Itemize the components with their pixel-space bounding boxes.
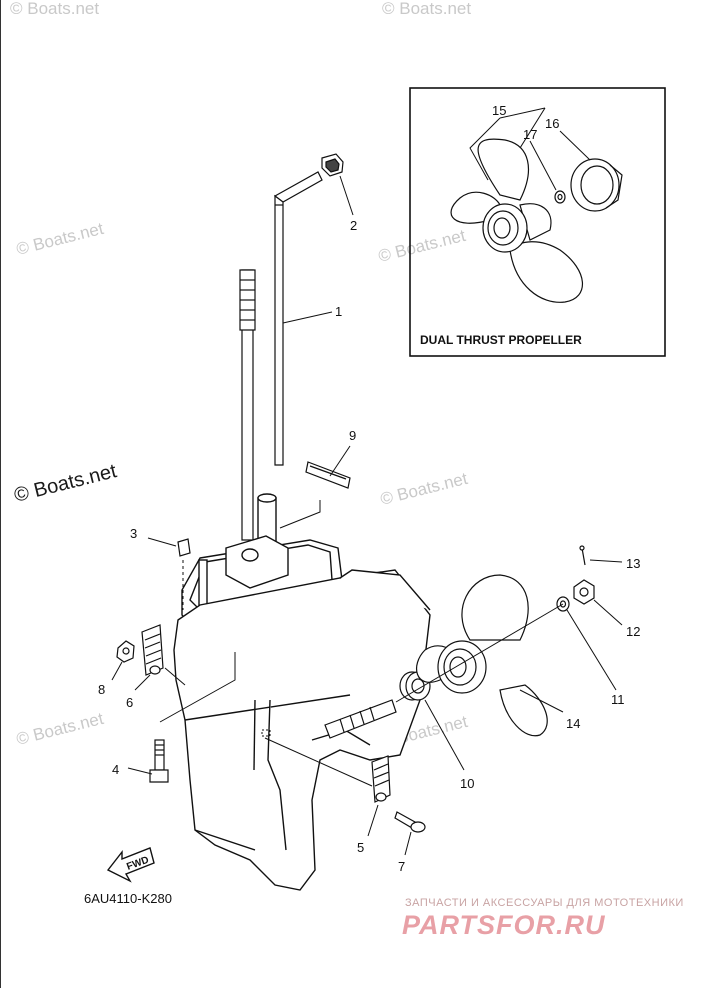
part-code: 6AU4110-K280 bbox=[84, 891, 172, 906]
callout-11: 11 bbox=[611, 692, 625, 707]
callout-4: 4 bbox=[112, 762, 119, 777]
watermark-boats-large: © Boats.net bbox=[12, 460, 119, 507]
part-6-anode bbox=[141, 624, 164, 676]
callout-6: 6 bbox=[126, 695, 133, 710]
shaft-axis-line bbox=[395, 603, 564, 703]
propeller-shaft bbox=[324, 699, 397, 739]
leader-5-body bbox=[264, 737, 373, 787]
part-4-bolt bbox=[149, 739, 169, 783]
brand-logo: PARTSFOR.RU bbox=[402, 910, 606, 940]
inset-title: DUAL THRUST PROPELLER bbox=[420, 333, 582, 347]
fwd-arrow: FWD bbox=[106, 847, 155, 883]
leader-9-body bbox=[279, 500, 321, 529]
inset-box: DUAL THRUST PROPELLER 15 16 bbox=[409, 87, 666, 357]
dual-thrust-propeller-illustration bbox=[450, 138, 623, 303]
callout-12: 12 bbox=[626, 624, 640, 639]
callout-15: 15 bbox=[492, 103, 506, 118]
callout-17: 17 bbox=[523, 127, 537, 142]
callout-10: 10 bbox=[460, 776, 474, 791]
drive-shaft bbox=[239, 269, 256, 541]
callout-2: 2 bbox=[350, 218, 357, 233]
watermark-boats: © Boats.net bbox=[378, 469, 469, 509]
watermark-boats: © Boats.net bbox=[14, 709, 105, 749]
callout-14: 14 bbox=[566, 716, 580, 731]
callout-5: 5 bbox=[357, 840, 364, 855]
lower-unit-housing bbox=[173, 493, 431, 891]
part-12-nut bbox=[573, 579, 595, 605]
callout-8: 8 bbox=[98, 682, 105, 697]
part-5-anode bbox=[371, 755, 391, 803]
part-3-pin bbox=[177, 538, 191, 557]
leader-4-body bbox=[159, 652, 236, 723]
part-9-clip bbox=[305, 461, 351, 489]
callout-3: 3 bbox=[130, 526, 137, 541]
callout-1: 1 bbox=[335, 304, 342, 319]
part-14-propeller bbox=[416, 574, 548, 737]
part-13-cotter-pin bbox=[579, 545, 586, 566]
callout-13: 13 bbox=[626, 556, 640, 571]
callout-16: 16 bbox=[545, 116, 559, 131]
watermark-boats: © Boats.net bbox=[10, 0, 99, 18]
watermark-boats: © Boats.net bbox=[14, 219, 105, 259]
plug-marker bbox=[261, 729, 271, 737]
inset-leaders bbox=[469, 107, 591, 191]
callout-7: 7 bbox=[398, 859, 405, 874]
brand-tagline: ЗАПЧАСТИ И АКСЕССУАРЫ ДЛЯ МОТОТЕХНИКИ bbox=[405, 897, 684, 909]
callout-9: 9 bbox=[349, 428, 356, 443]
part-7-screw bbox=[394, 811, 426, 833]
watermark-boats: © Boats.net bbox=[376, 226, 467, 266]
shift-rod-assembly bbox=[273, 153, 344, 466]
part-8-nut bbox=[116, 640, 135, 663]
watermark-boats: © Boats.net bbox=[382, 0, 471, 18]
